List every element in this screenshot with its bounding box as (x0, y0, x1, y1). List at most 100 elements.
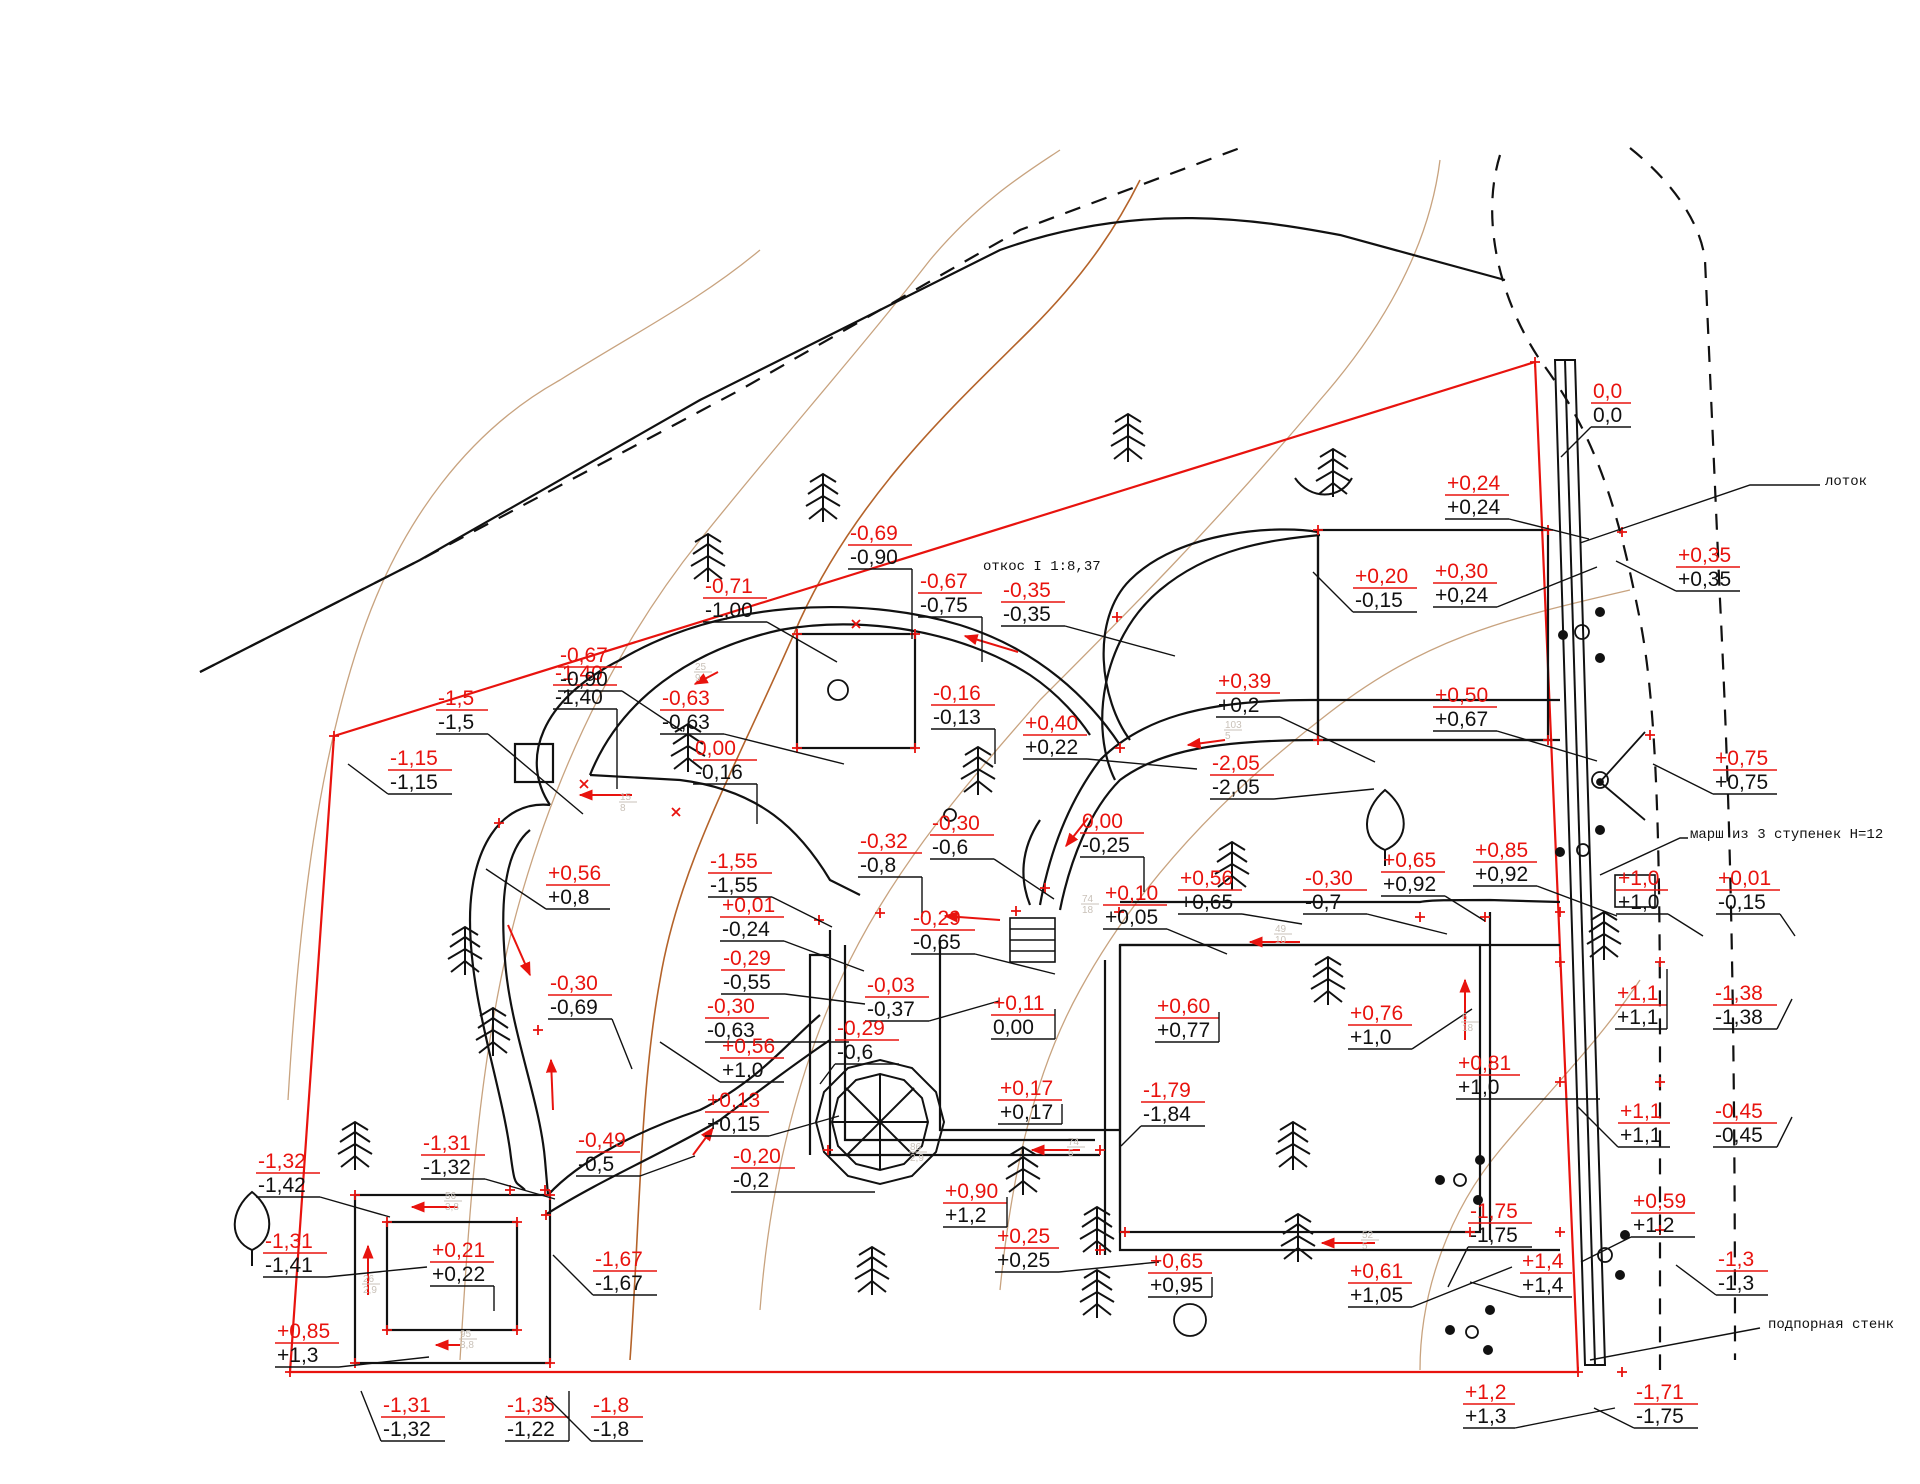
site-objects (827, 607, 1646, 1355)
label-leader (1560, 426, 1631, 458)
existing-elevation: -0,75 (920, 594, 968, 617)
slope-percent: 9 (695, 673, 701, 684)
design-elevation: -0,16 (933, 682, 981, 705)
existing-elevation: +0,2 (1218, 694, 1259, 717)
label-leader (1303, 913, 1448, 935)
design-elevation: +0,30 (1435, 560, 1488, 583)
design-elevation: -1,38 (1715, 982, 1763, 1005)
elevation-label: +0,56+0,8 (485, 862, 610, 910)
existing-elevation: -2,05 (1212, 776, 1260, 799)
existing-elevation: -1,40 (555, 686, 603, 709)
design-elevation: +1,2 (1465, 1381, 1506, 1404)
label-leader (263, 1266, 428, 1278)
elevation-label: -1,71-1,75 (1593, 1381, 1698, 1429)
design-elevation: -1,5 (438, 687, 474, 710)
design-elevation: 0,00 (1082, 810, 1123, 833)
elevation-label: +0,10+0,05 (1103, 882, 1228, 955)
slope-mark: 158 (619, 792, 637, 814)
elevation-label: 0,00-0,16 (693, 737, 758, 824)
existing-elevation: -0,24 (722, 918, 770, 941)
existing-elevation: -0,15 (1355, 589, 1403, 612)
design-elevation: -1,31 (265, 1230, 313, 1253)
label-leader (1210, 788, 1375, 800)
design-elevation: -2,05 (1212, 752, 1260, 775)
design-elevation: -0,03 (867, 974, 915, 997)
design-elevation: +0,81 (1458, 1052, 1511, 1075)
label-leader (1348, 1266, 1513, 1308)
gazebo (814, 1058, 946, 1186)
label-leader (693, 783, 758, 824)
existing-elevation: -0,63 (707, 1019, 755, 1042)
design-elevation: -1,71 (1636, 1381, 1684, 1404)
slope-length: 103 (1225, 720, 1242, 731)
platforms (353, 528, 1550, 1365)
elevation-label: +0,76+1,0 (1348, 1002, 1473, 1050)
design-elevation: +1,1 (1617, 982, 1658, 1005)
slope-length: 25 (695, 662, 707, 673)
existing-elevation: +0,92 (1383, 873, 1436, 896)
existing-elevation: +1,2 (945, 1204, 986, 1227)
existing-elevation: +1,3 (277, 1344, 318, 1367)
existing-elevation: -1,84 (1143, 1103, 1191, 1126)
garden-paths (468, 533, 1561, 1255)
label-leader (1577, 1106, 1670, 1148)
slope-percent: 8 (620, 803, 626, 814)
design-elevation: -1,15 (390, 747, 438, 770)
existing-elevation: -0,2 (733, 1169, 769, 1192)
stream-line (629, 179, 1141, 1361)
elevation-label: -0,49-0,5 (576, 1129, 696, 1177)
label-leader (991, 1009, 1056, 1040)
existing-elevation: +0,67 (1435, 708, 1488, 731)
existing-elevation: -1,22 (507, 1418, 555, 1441)
design-elevation: +0,75 (1715, 747, 1768, 770)
elevation-label: -0,03-0,37 (865, 974, 1000, 1022)
slope-length: 52 (1362, 1230, 1374, 1241)
elevation-label: -0,71-1,00 (703, 575, 838, 663)
elevation-label: -1,32-1,42 (256, 1150, 391, 1218)
existing-elevation: -1,41 (265, 1254, 313, 1277)
slope-percent: 10 (1275, 935, 1287, 946)
existing-elevation: -0,5 (578, 1153, 614, 1176)
label-leader (1473, 885, 1618, 917)
slope-gradient-marks: 49101035563,8953,8862,97452591587418262,… (362, 662, 1479, 1351)
slope-percent: 5 (1362, 1241, 1368, 1252)
elevation-label: -0,29-0,65 (911, 907, 1056, 975)
design-elevation: -0,71 (705, 575, 753, 598)
existing-elevation: +0,22 (1025, 736, 1078, 759)
slope-length: 6 (1462, 1012, 1468, 1023)
existing-elevation: -0,63 (662, 711, 710, 734)
design-elevation: -0,30 (550, 972, 598, 995)
slope-percent: 3,8 (445, 1202, 459, 1213)
design-elevation: +0,85 (1475, 839, 1528, 862)
stairs (1009, 874, 1656, 963)
label-leader (275, 1356, 430, 1368)
label-leader (931, 728, 996, 764)
design-elevation: +0,01 (722, 894, 775, 917)
road-edge (199, 216, 1506, 673)
existing-elevation: -1,42 (258, 1174, 306, 1197)
label-leader (1023, 758, 1198, 770)
elevation-label: -1,15-1,15 (347, 747, 452, 795)
label-leader (1001, 625, 1176, 657)
label-leader (998, 1104, 1063, 1125)
design-elevation: -0,67 (560, 644, 608, 667)
label-leader (360, 1390, 445, 1442)
elevation-label: +0,81+1,0 (1456, 1052, 1600, 1100)
existing-elevation: -1,8 (593, 1418, 629, 1441)
label-leader (1148, 1277, 1213, 1298)
elevation-label: -1,8-1,8 (545, 1394, 643, 1442)
existing-elevation: +0,25 (997, 1249, 1050, 1272)
label-leader (1652, 763, 1777, 795)
elevation-label: +0,35+0,35 (1615, 544, 1740, 592)
existing-elevation: -0,37 (867, 998, 915, 1021)
slope-length: 56 (445, 1191, 457, 1202)
existing-elevation: +1,1 (1620, 1124, 1661, 1147)
elevation-label: +0,13+0,15 (705, 1089, 840, 1137)
design-elevation: +0,60 (1157, 995, 1210, 1018)
dashed-boundary-north (199, 146, 1241, 673)
design-elevation: -0,30 (932, 812, 980, 835)
label-leader (858, 876, 923, 917)
design-elevation: +0,56 (1180, 867, 1233, 890)
design-elevation: -1,67 (595, 1248, 643, 1271)
elevation-label: -1,31-1,32 (421, 1132, 556, 1200)
